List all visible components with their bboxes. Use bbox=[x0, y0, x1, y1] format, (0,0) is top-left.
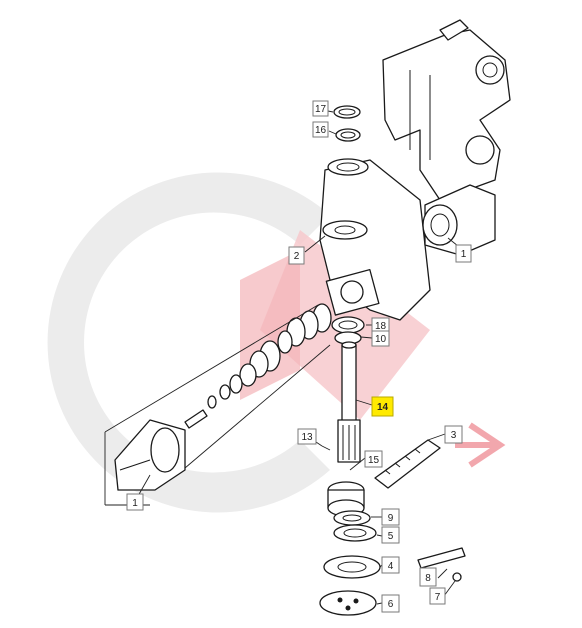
svg-text:8: 8 bbox=[425, 573, 431, 584]
callout-10[interactable]: 10 bbox=[371, 330, 390, 347]
svg-text:6: 6 bbox=[388, 599, 394, 610]
svg-text:9: 9 bbox=[388, 513, 394, 524]
callout-9[interactable]: 9 bbox=[381, 508, 400, 526]
rack-3 bbox=[374, 439, 441, 489]
bearing-9 bbox=[333, 510, 371, 526]
piston-stack bbox=[184, 303, 332, 429]
svg-text:16: 16 bbox=[315, 125, 327, 136]
gear-15 bbox=[327, 481, 365, 517]
axle-bracket bbox=[382, 19, 511, 201]
callout-8[interactable]: 8 bbox=[419, 567, 437, 587]
svg-text:15: 15 bbox=[368, 455, 380, 466]
steering-housing bbox=[319, 158, 431, 321]
callout-3[interactable]: 3 bbox=[444, 425, 463, 444]
pin-13 bbox=[321, 445, 331, 451]
svg-text:3: 3 bbox=[451, 430, 457, 441]
washer-2 bbox=[322, 220, 368, 240]
svg-text:17: 17 bbox=[315, 104, 327, 115]
svg-text:7: 7 bbox=[435, 592, 441, 603]
svg-text:1: 1 bbox=[132, 498, 138, 509]
callout-4[interactable]: 4 bbox=[381, 556, 400, 574]
callout-14[interactable]: 14 bbox=[371, 396, 394, 417]
callout-2[interactable]: 2 bbox=[288, 246, 305, 265]
callout-5[interactable]: 5 bbox=[381, 526, 400, 544]
callout-1-upper[interactable]: 1 bbox=[455, 244, 472, 263]
bolt-7 bbox=[452, 572, 462, 582]
callout-16[interactable]: 16 bbox=[312, 121, 329, 138]
svg-text:1: 1 bbox=[461, 249, 467, 260]
callout-6[interactable]: 6 bbox=[381, 594, 400, 613]
callout-1-lower[interactable]: 1 bbox=[126, 493, 144, 511]
gasket-4 bbox=[323, 555, 381, 579]
cylinder-right bbox=[422, 184, 496, 256]
seal-18 bbox=[331, 316, 365, 334]
callout-leaders bbox=[137, 110, 459, 605]
svg-text:10: 10 bbox=[375, 334, 387, 345]
seal-ring-16 bbox=[335, 128, 361, 142]
svg-text:18: 18 bbox=[375, 321, 387, 332]
svg-text:2: 2 bbox=[294, 251, 300, 262]
svg-text:13: 13 bbox=[301, 432, 313, 443]
cover-6 bbox=[319, 590, 377, 616]
cylinder-left bbox=[114, 419, 186, 491]
svg-text:4: 4 bbox=[388, 561, 394, 572]
plate-8 bbox=[417, 547, 466, 569]
callout-13[interactable]: 13 bbox=[297, 428, 317, 445]
callout-7[interactable]: 7 bbox=[429, 587, 446, 605]
seal-ring-17 bbox=[333, 105, 361, 119]
sector-shaft-14 bbox=[337, 341, 361, 463]
callout-15[interactable]: 15 bbox=[364, 450, 383, 468]
svg-text:5: 5 bbox=[388, 531, 394, 542]
bearing-5 bbox=[333, 524, 377, 542]
svg-text:14: 14 bbox=[377, 402, 389, 413]
callout-17[interactable]: 17 bbox=[312, 100, 329, 117]
